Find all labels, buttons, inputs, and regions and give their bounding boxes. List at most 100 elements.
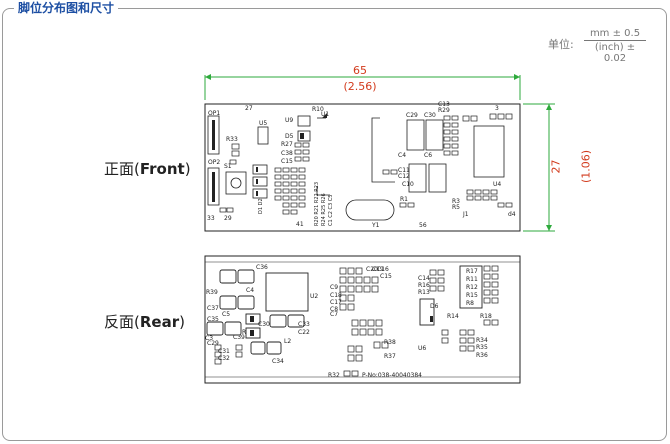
- rear-label: R39: [206, 289, 218, 296]
- front-label: R29: [438, 107, 450, 114]
- rear-label: R14: [447, 313, 459, 320]
- rear-label: C18: [330, 292, 342, 299]
- rear-label: C9: [330, 284, 338, 291]
- front-label: C38: [281, 150, 293, 157]
- svg-text:R24 R25 R26: R24 R25 R26: [321, 193, 327, 226]
- front-label: R1: [400, 196, 408, 203]
- front-label: U4: [493, 181, 501, 188]
- svg-text:C1 C2 C3 C5: C1 C2 C3 C5: [328, 195, 334, 226]
- rear-label: C16: [377, 266, 389, 273]
- front-label: C6: [424, 152, 432, 159]
- rear-part-number: P-No:038-40040384: [362, 372, 422, 379]
- front-label: C12: [398, 173, 410, 180]
- front-label: d4: [508, 211, 516, 218]
- rear-label: C20: [366, 266, 378, 273]
- front-label: C13: [438, 101, 450, 108]
- front-label: C29: [406, 112, 418, 119]
- rear-label: C4: [246, 287, 254, 294]
- rear-label: R17: [466, 268, 478, 275]
- front-label: OP1: [208, 110, 220, 117]
- rear-label: C35: [207, 316, 219, 323]
- rear-label: C33: [298, 321, 310, 328]
- front-label: 33: [207, 215, 215, 222]
- front-label: 3: [495, 105, 499, 112]
- rear-label: C39: [233, 334, 245, 341]
- front-label: S1: [224, 163, 232, 170]
- front-label: C10: [402, 181, 414, 188]
- front-label: R33: [226, 136, 238, 143]
- width-inch: (2.56): [343, 80, 377, 93]
- rear-label: R13: [418, 289, 430, 296]
- rear-label: C37: [207, 305, 219, 312]
- front-label: R3: [452, 198, 460, 205]
- svg-text:D1 D2: D1 D2: [258, 198, 264, 214]
- rear-label: R16: [418, 282, 430, 289]
- front-label: C11: [398, 167, 410, 174]
- front-label: D5: [285, 133, 294, 140]
- rear-label: C22: [298, 329, 310, 336]
- rear-label: R: [242, 329, 246, 336]
- rear-label: R8: [466, 300, 474, 307]
- width-mm: 65: [353, 64, 367, 77]
- rear-label: C3: [205, 335, 213, 342]
- rear-label: R18: [480, 313, 492, 320]
- rear-label: L2: [284, 338, 291, 345]
- rear-label: C5: [222, 311, 230, 318]
- rear-label: R38: [384, 339, 396, 346]
- unit-mm: mm ± 0.5: [584, 28, 646, 41]
- front-label: C30: [424, 112, 436, 119]
- rear-label: C29: [207, 340, 219, 347]
- front-label: C4: [398, 152, 406, 159]
- front-label: U9: [285, 117, 293, 124]
- front-label: Y1: [371, 222, 380, 229]
- rear-label: R36: [476, 352, 488, 359]
- rear-label: C31: [218, 348, 230, 355]
- rear-label: D6: [430, 303, 439, 310]
- rear-label: C36: [256, 264, 268, 271]
- rear-label: R34: [476, 337, 488, 344]
- front-label: R10: [312, 106, 324, 113]
- front-label: U1: [321, 111, 329, 118]
- front-view-label: 正面(Front): [104, 160, 191, 178]
- rear-component-labels: C36 C4 R39 C37 C5 C35 U2 C33 C22 R C30 C…: [205, 264, 492, 379]
- rear-label: C30: [258, 321, 270, 328]
- rear-label: C34: [272, 358, 284, 365]
- rear-label: R12: [466, 284, 478, 291]
- rear-label: R37: [384, 353, 396, 360]
- front-label: 27: [245, 105, 253, 112]
- rear-label: C14: [418, 275, 430, 282]
- dimension-lines: [204, 74, 555, 232]
- front-label: 41: [296, 221, 304, 228]
- rear-label: R35: [476, 344, 488, 351]
- rear-label: C17: [330, 299, 342, 306]
- svg-text:R20 R21 R22 R23: R20 R21 R22 R23: [314, 182, 320, 226]
- rear-label: U6: [418, 345, 426, 352]
- rear-label: C7: [330, 311, 338, 318]
- rear-label: C15: [380, 273, 392, 280]
- unit-label: 单位:: [548, 38, 574, 51]
- rear-label: C8: [330, 306, 338, 313]
- front-label: 29: [224, 215, 232, 222]
- front-label: U5: [259, 120, 267, 127]
- front-label: OP2: [208, 159, 220, 166]
- front-component-labels: 27 R10 U1 OP1 R33 U5 U9 D5 R27 C38 C15 O…: [207, 101, 516, 229]
- unit-fraction: mm ± 0.5 (inch) ± 0.02: [584, 28, 646, 64]
- rear-label: U2: [310, 293, 318, 300]
- unit-inch: (inch) ± 0.02: [594, 42, 636, 64]
- front-label: C15: [281, 158, 293, 165]
- front-label: R27: [281, 141, 293, 148]
- front-board: 27 R10 U1 OP1 R33 U5 U9 D5 R27 C38 C15 O…: [204, 101, 521, 232]
- rear-label: R15: [466, 292, 478, 299]
- rear-view-label: 反面(Rear): [104, 313, 185, 331]
- rear-label: R11: [466, 276, 478, 283]
- front-label: J1: [462, 211, 469, 218]
- diagram-frame: [2, 8, 667, 441]
- rear-label: C32: [218, 355, 230, 362]
- front-label: 56: [419, 222, 427, 229]
- rear-label: C19: [372, 266, 384, 273]
- diagram-title: 脚位分布图和尺寸: [14, 0, 119, 16]
- front-label: R5: [452, 204, 460, 211]
- rear-board: C36 C4 R39 C37 C5 C35 U2 C33 C22 R C30 C…: [204, 255, 521, 384]
- rear-label: R32: [328, 372, 340, 379]
